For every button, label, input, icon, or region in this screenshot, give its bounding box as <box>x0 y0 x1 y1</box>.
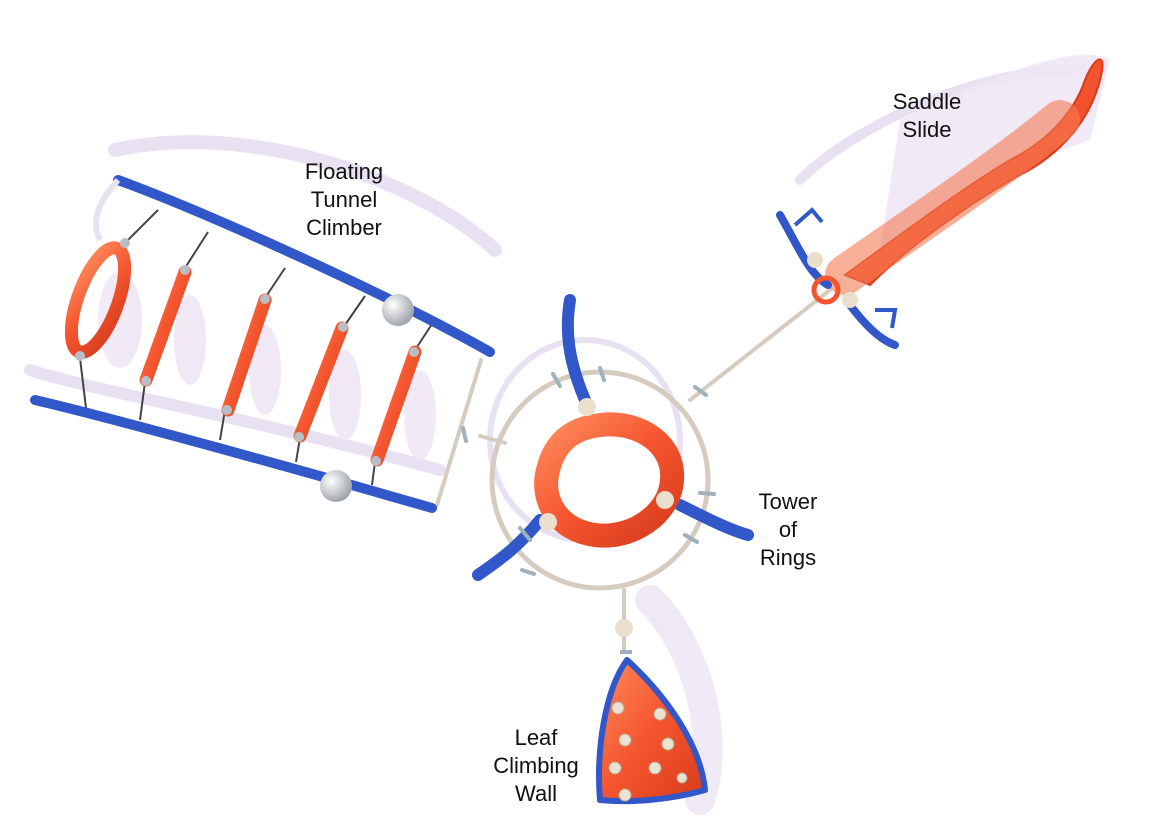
tunnel-ball-top <box>382 294 414 326</box>
leaf-climbing-wall <box>596 619 708 805</box>
saddle-slide <box>776 58 1104 349</box>
floating-tunnel-climber <box>30 175 495 513</box>
tunnel-bottom-rail <box>30 395 437 513</box>
tower-of-rings <box>461 294 754 591</box>
slide-ring <box>811 275 841 305</box>
leaf-wall-panel <box>596 657 708 805</box>
slide-bracket-bottom <box>875 308 898 329</box>
tunnel-ball-bottom <box>320 470 352 502</box>
tunnel-clamps <box>75 238 419 466</box>
label-saddle-slide: Saddle Slide <box>892 89 962 142</box>
tunnel-top-rail <box>113 175 495 357</box>
tower-joints <box>539 398 674 531</box>
label-tower-of-rings: Tower of Rings <box>758 489 818 570</box>
label-floating-tunnel-climber: Floating Tunnel Climber <box>304 159 384 240</box>
tower-brackets <box>461 366 716 576</box>
tower-arm-top <box>561 294 591 406</box>
label-leaf-climbing-wall: Leaf Climbing Wall <box>493 725 579 806</box>
slide-rail-right <box>846 301 899 349</box>
tower-ring <box>534 412 685 548</box>
slide-bracket-top <box>793 207 824 227</box>
tower-arm-right <box>674 499 754 541</box>
tower-arm-left <box>472 514 546 581</box>
slide-rail-left <box>776 211 832 289</box>
climbing-holds <box>608 701 688 802</box>
